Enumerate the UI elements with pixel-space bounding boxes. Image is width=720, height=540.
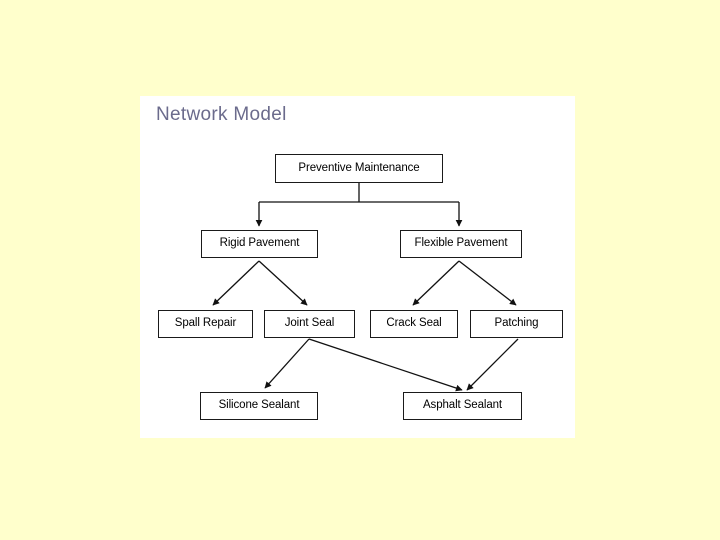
- node-flexible-pavement[interactable]: Flexible Pavement: [400, 230, 522, 258]
- node-preventive-maintenance[interactable]: Preventive Maintenance: [275, 154, 443, 183]
- diagram-edges: [212, 183, 519, 392]
- node-label-flexible-pavement: Flexible Pavement: [414, 237, 508, 250]
- node-patching[interactable]: Patching: [470, 310, 563, 338]
- page-title: Network Model: [156, 104, 287, 125]
- node-label-silicone-sealant: Silicone Sealant: [218, 399, 300, 412]
- node-joint-seal[interactable]: Joint Seal: [264, 310, 355, 338]
- edge-patching-to-asphalt-sealant: [466, 338, 519, 391]
- node-spall-repair[interactable]: Spall Repair: [158, 310, 253, 338]
- node-crack-seal[interactable]: Crack Seal: [370, 310, 458, 338]
- edge-joint-seal-to-sealants: [264, 338, 463, 392]
- edge-flexible-to-children: [412, 260, 517, 306]
- node-label-crack-seal: Crack Seal: [386, 317, 442, 330]
- node-asphalt-sealant[interactable]: Asphalt Sealant: [403, 392, 522, 420]
- node-label-rigid-pavement: Rigid Pavement: [219, 237, 300, 250]
- edge-preventive-to-children: [255, 183, 463, 227]
- node-label-spall-repair: Spall Repair: [174, 317, 237, 330]
- edge-rigid-to-children: [212, 260, 308, 306]
- node-label-joint-seal: Joint Seal: [284, 317, 335, 330]
- node-label-patching: Patching: [494, 317, 539, 330]
- node-label-asphalt-sealant: Asphalt Sealant: [422, 399, 503, 412]
- diagram-panel: Network Model: [140, 96, 575, 438]
- node-label-preventive-maintenance: Preventive Maintenance: [298, 161, 420, 174]
- node-rigid-pavement[interactable]: Rigid Pavement: [201, 230, 318, 258]
- network-model-diagram: Preventive Maintenance Rigid Pavement Fl…: [140, 96, 575, 438]
- node-silicone-sealant[interactable]: Silicone Sealant: [200, 392, 318, 420]
